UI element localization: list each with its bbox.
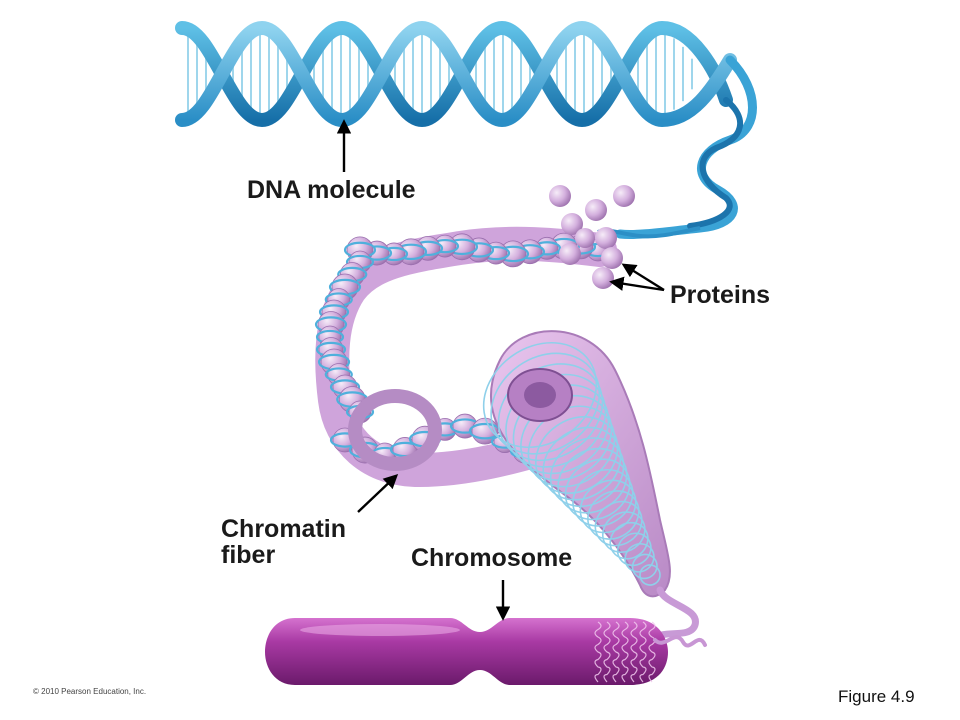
supercoiled-chromatin	[348, 330, 699, 644]
coil-ring	[609, 521, 649, 560]
protein-sphere	[613, 185, 635, 207]
chromosome-tail-coil	[653, 635, 707, 648]
chromatin-fiber-label-line2: fiber	[221, 541, 276, 569]
proteins-label: Proteins	[670, 281, 771, 309]
dna-strand-back	[175, 20, 733, 128]
dna-double-helix	[175, 20, 757, 239]
chromatin-squiggle	[612, 621, 620, 683]
protein-sphere	[549, 185, 571, 207]
protein-sphere	[601, 247, 623, 269]
coil-ring	[631, 553, 658, 580]
chromatin-squiggle	[594, 621, 602, 683]
protein-sphere	[575, 228, 595, 248]
protein-sphere	[561, 213, 583, 235]
coil-ring	[594, 500, 643, 547]
dna-strand-front	[175, 20, 737, 128]
chromatin-loop-left	[348, 389, 442, 471]
proteins-arrow-upper	[621, 263, 665, 292]
coil-ring	[616, 532, 652, 567]
label-arrows	[336, 119, 665, 621]
chromatin-fiber-arrow	[357, 474, 399, 513]
chromatin-squiggle	[621, 621, 629, 683]
dna-helix-tail	[615, 55, 757, 239]
coil-ring	[579, 479, 637, 534]
chromatin-squiggle	[603, 621, 611, 683]
coil-ring	[542, 426, 622, 501]
coil-ring	[624, 543, 655, 573]
chromatin-squiggle	[630, 621, 638, 683]
protein-sphere	[585, 199, 607, 221]
chromatin-coil-inner	[524, 382, 556, 408]
protein-sphere	[592, 267, 614, 289]
chromatin-fiber-label-line1: Chromatin	[221, 515, 346, 543]
figure-number: Figure 4.9	[838, 687, 915, 706]
copyright-notice: © 2010 Pearson Education, Inc.	[33, 687, 147, 696]
coil-ring	[639, 564, 661, 586]
chromosome-label: Chromosome	[411, 544, 573, 572]
coil-ring	[587, 490, 640, 540]
chromosome-highlight	[300, 624, 460, 636]
coil-ring	[602, 511, 646, 553]
coil-ring	[572, 468, 634, 527]
protein-sphere	[595, 227, 617, 249]
chromatin-fiber-label: Chromatin fiber	[221, 516, 346, 568]
histone-proteins	[549, 185, 635, 289]
chromatin-coil-rings	[482, 341, 661, 586]
coil-ring	[564, 458, 631, 521]
chromatin-tail	[651, 586, 699, 644]
coil-ring	[549, 437, 625, 508]
dna-helix-tail-inner	[687, 97, 744, 229]
coil-ring	[490, 352, 601, 455]
protein-sphere	[559, 243, 581, 265]
chromosome-coiled-end	[594, 621, 656, 683]
proteins-arrow-lower	[609, 276, 665, 292]
dna-molecule-label: DNA molecule	[247, 176, 416, 204]
coil-ring	[482, 341, 598, 449]
chromatin-squiggle	[648, 621, 656, 683]
chromatin-squiggle	[639, 621, 647, 683]
chromosome	[265, 618, 707, 685]
